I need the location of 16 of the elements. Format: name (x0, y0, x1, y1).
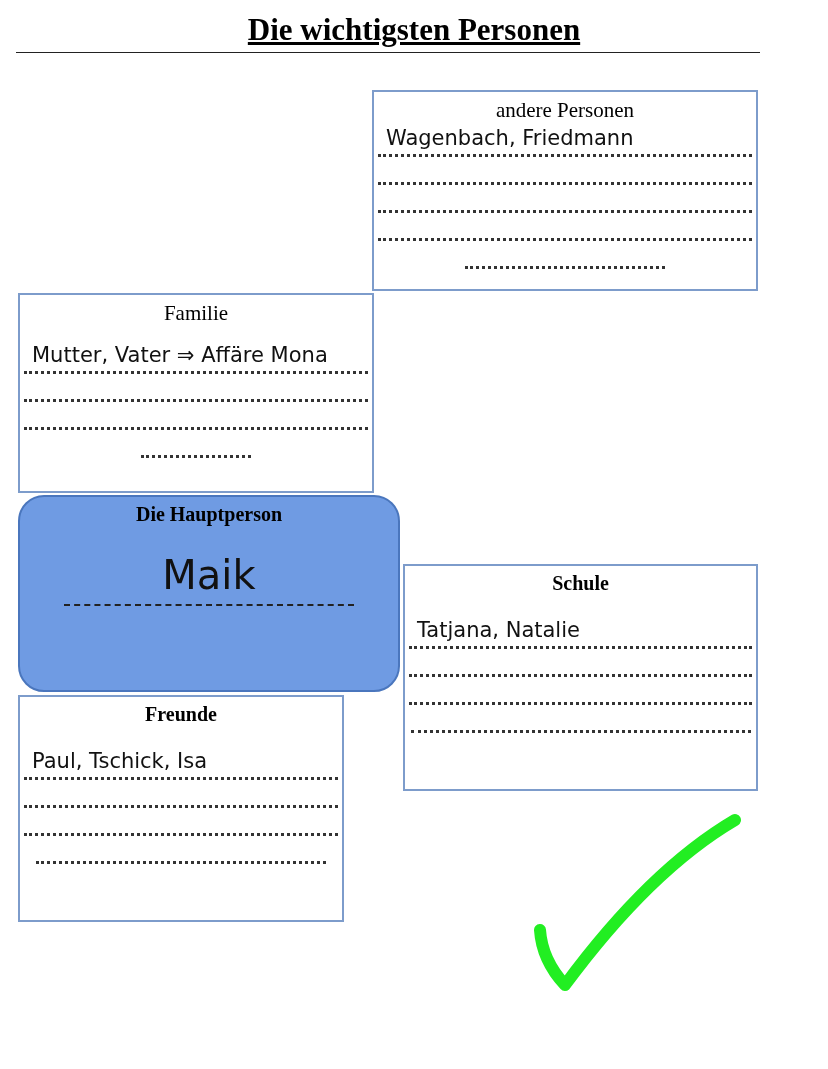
handwritten-answer: Tatjana, Natalie (409, 615, 752, 649)
box-heading: andere Personen (494, 98, 636, 123)
handwritten-answer: Maik (64, 548, 354, 606)
box-heading: Freunde (144, 703, 218, 726)
handwritten-answer: Wagenbach, Friedmann (378, 123, 752, 157)
handwritten-answer: Mutter, Vater ⇒ Affäre Mona (24, 340, 368, 374)
box-heading: Familie (162, 301, 230, 326)
worksheet-box (18, 695, 344, 922)
page-title: Die wichtigsten Personen (247, 12, 581, 47)
handwritten-answer: Paul, Tschick, Isa (24, 746, 338, 780)
main-character-panel (18, 495, 400, 692)
box-heading: Die Hauptperson (134, 503, 284, 526)
worksheet-box (372, 90, 758, 291)
worksheet-box (18, 293, 374, 493)
box-heading: Schule (551, 572, 610, 595)
worksheet-box (403, 564, 758, 791)
